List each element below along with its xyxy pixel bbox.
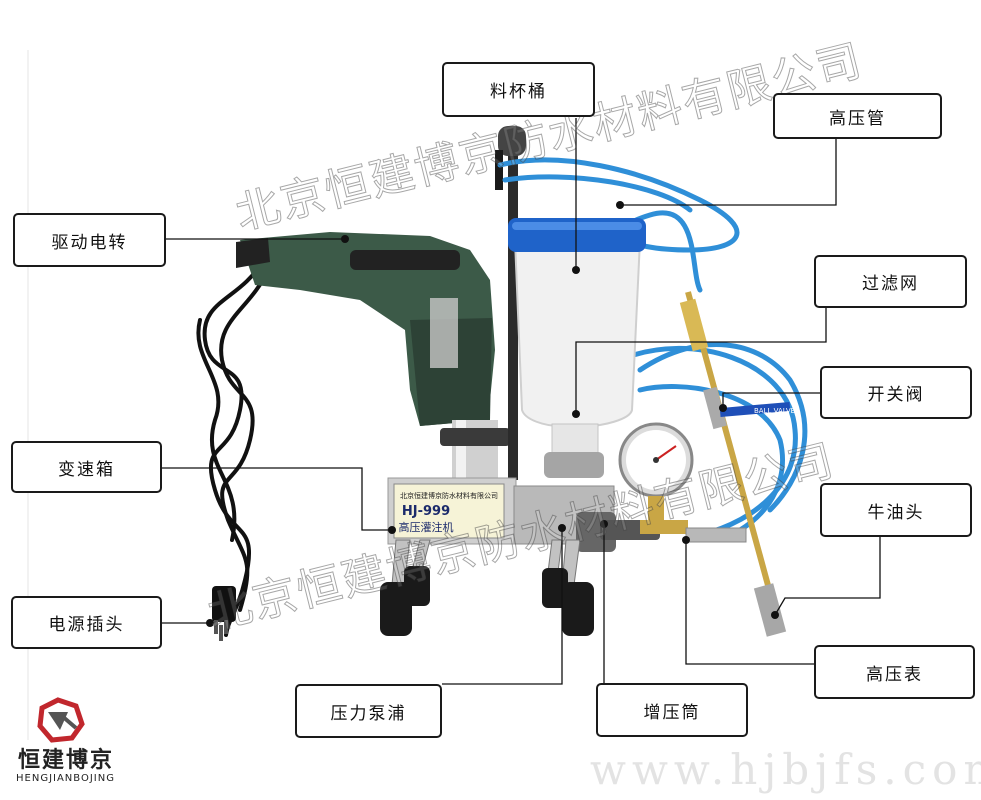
- high-pressure-hose: [497, 157, 808, 543]
- feet: [380, 566, 594, 636]
- valve-tag: BALL VALVES: [754, 407, 800, 415]
- pressure-gauge: [618, 422, 694, 534]
- company-logo-mark: [37, 697, 85, 743]
- nameplate-company: 北京恒建博京防水材料有限公司: [400, 491, 498, 500]
- label-gearbox: 变速箱: [11, 441, 162, 493]
- label-cup: 料杯桶: [442, 62, 595, 117]
- material-cup: [508, 218, 646, 478]
- leader-lines: [162, 118, 881, 685]
- logo-pinyin: HENGJIANBOJING: [16, 773, 115, 784]
- label-filter: 过滤网: [814, 255, 967, 308]
- label-valve: 开关阀: [820, 366, 972, 419]
- leader-dots: [206, 201, 779, 627]
- power-cord: [196, 260, 270, 637]
- booster-fitting: [685, 527, 747, 543]
- label-pump: 压力泵浦: [295, 684, 442, 738]
- nameplate-model: HJ-999: [402, 504, 450, 519]
- logo-name: 恒建博京: [18, 747, 115, 773]
- label-nozzle: 牛油头: [820, 483, 972, 537]
- label-motor: 驱动电转: [13, 213, 166, 267]
- injection-wand: [679, 291, 791, 637]
- site-url: www.hjbjfs.com: [590, 745, 981, 794]
- drill-motor: [236, 232, 495, 426]
- nameplate-name: 高压灌注机: [399, 520, 454, 534]
- nameplate: 北京恒建博京防水材料有限公司 HJ-999 高压灌注机: [393, 483, 505, 539]
- label-booster: 增压筒: [596, 683, 748, 737]
- label-hose: 高压管: [773, 93, 942, 139]
- handle-rod: [495, 126, 526, 480]
- label-plug: 电源插头: [11, 596, 162, 649]
- power-plug: [212, 586, 236, 641]
- label-gauge: 高压表: [814, 645, 975, 699]
